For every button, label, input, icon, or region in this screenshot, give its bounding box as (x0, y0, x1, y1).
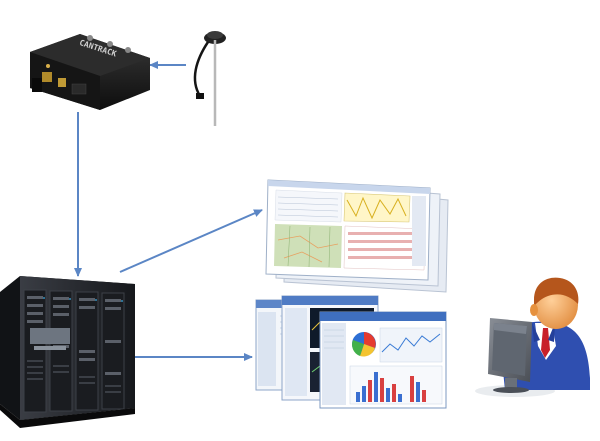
antenna-icon (193, 31, 226, 126)
server-rack-icon (0, 276, 135, 428)
arrow-server-to-web-app (119, 209, 263, 273)
user-at-computer-icon (475, 277, 590, 397)
desktop-application-screens-icon (255, 295, 447, 409)
gps-tracker-icon: CANTRACK (30, 34, 150, 110)
connection-arrows (74, 61, 263, 361)
web-application-screens-icon (265, 179, 449, 293)
